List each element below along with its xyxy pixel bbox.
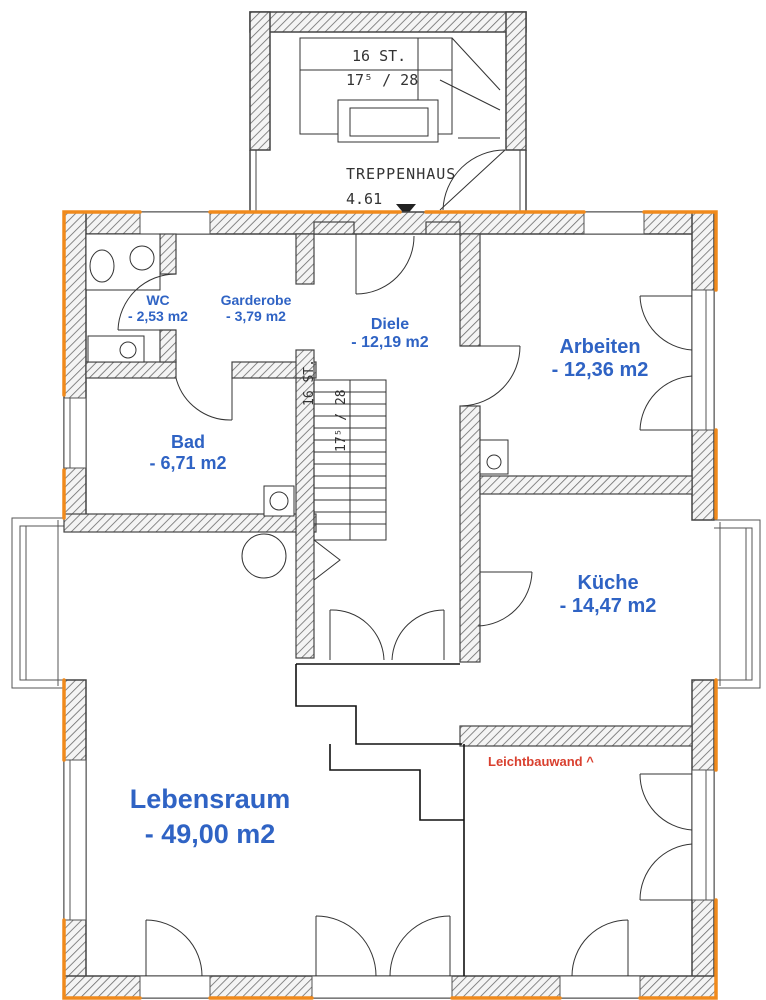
windows — [63, 211, 715, 999]
room-label-kueche: Küche - 14,47 m2 — [528, 572, 688, 618]
room-area: - 3,79 m2 — [226, 308, 286, 325]
room-area: - 49,00 m2 — [144, 819, 276, 850]
stairwell-step-ratio: 17⁵ / 28 — [346, 71, 419, 89]
bay-window-left — [11, 517, 64, 689]
entrance-marker — [396, 204, 416, 216]
room-area: - 14,47 m2 — [559, 595, 657, 617]
room-area: - 12,36 m2 — [551, 359, 649, 381]
room-name: Lebensraum — [129, 784, 291, 814]
room-area: - 12,19 m2 — [351, 334, 429, 352]
inner-stair — [313, 379, 387, 581]
stairwell-steps: 16 ST. — [352, 47, 407, 65]
room-label-wc: WC - 2,53 m2 — [118, 292, 198, 324]
room-label-arbeiten: Arbeiten - 12,36 m2 — [520, 336, 680, 382]
inner-stair-step-ratio: 17⁵ / 28 — [334, 389, 349, 452]
room-name: Diele — [370, 316, 410, 333]
room-name: WC — [146, 292, 170, 308]
room-label-lebensraum: Lebensraum - 49,00 m2 — [100, 782, 320, 852]
new-walls — [295, 663, 465, 976]
stairwell-walls — [249, 11, 527, 212]
door-swings — [117, 234, 693, 977]
room-name: Garderobe — [220, 292, 292, 308]
inner-stair-steps: 16 ST. — [302, 359, 317, 406]
interior-walls — [63, 221, 693, 747]
room-name: Arbeiten — [559, 336, 641, 358]
room-label-bad: Bad - 6,71 m2 — [118, 432, 258, 473]
round-fixtures — [241, 439, 509, 579]
stairwell-height: 4.61 — [346, 190, 383, 208]
room-name: Küche — [577, 572, 639, 594]
room-label-diele: Diele - 12,19 m2 — [330, 316, 450, 353]
room-area: - 6,71 m2 — [149, 452, 227, 473]
room-label-garderobe: Garderobe - 3,79 m2 — [206, 292, 306, 324]
leichtbauwand-note: Leichtbauwand ^ — [488, 754, 594, 769]
stairwell-stair — [299, 37, 501, 143]
stairwell-title: TREPPENHAUS — [346, 165, 457, 183]
bay-window-right — [714, 519, 761, 689]
room-area: - 2,53 m2 — [128, 308, 188, 325]
room-name: Bad — [170, 432, 205, 452]
exterior-highlights — [62, 210, 718, 1000]
stairwell-door — [439, 149, 506, 211]
